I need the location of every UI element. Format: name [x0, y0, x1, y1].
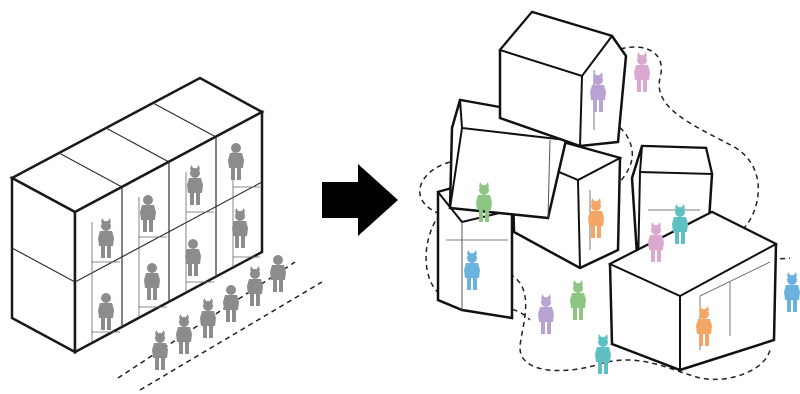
queue-person	[223, 285, 239, 322]
green-person	[570, 280, 586, 320]
queue-person	[200, 298, 216, 338]
blue-person	[784, 272, 800, 312]
purple-person	[538, 294, 554, 334]
cluster-module-top	[498, 10, 628, 148]
left-block-end-divider	[11, 247, 76, 283]
left-block-top-grid	[58, 102, 217, 188]
queue-person	[247, 266, 263, 306]
pink-person	[634, 52, 650, 92]
queue-person	[152, 330, 168, 370]
right-arrow-icon	[322, 164, 398, 236]
circulation-path	[419, 46, 791, 381]
queue-person	[176, 314, 192, 354]
teal-person	[595, 334, 611, 374]
queue-person	[270, 255, 286, 292]
left-block-front-grid	[74, 137, 263, 327]
left-stacked-modules	[9, 76, 265, 355]
